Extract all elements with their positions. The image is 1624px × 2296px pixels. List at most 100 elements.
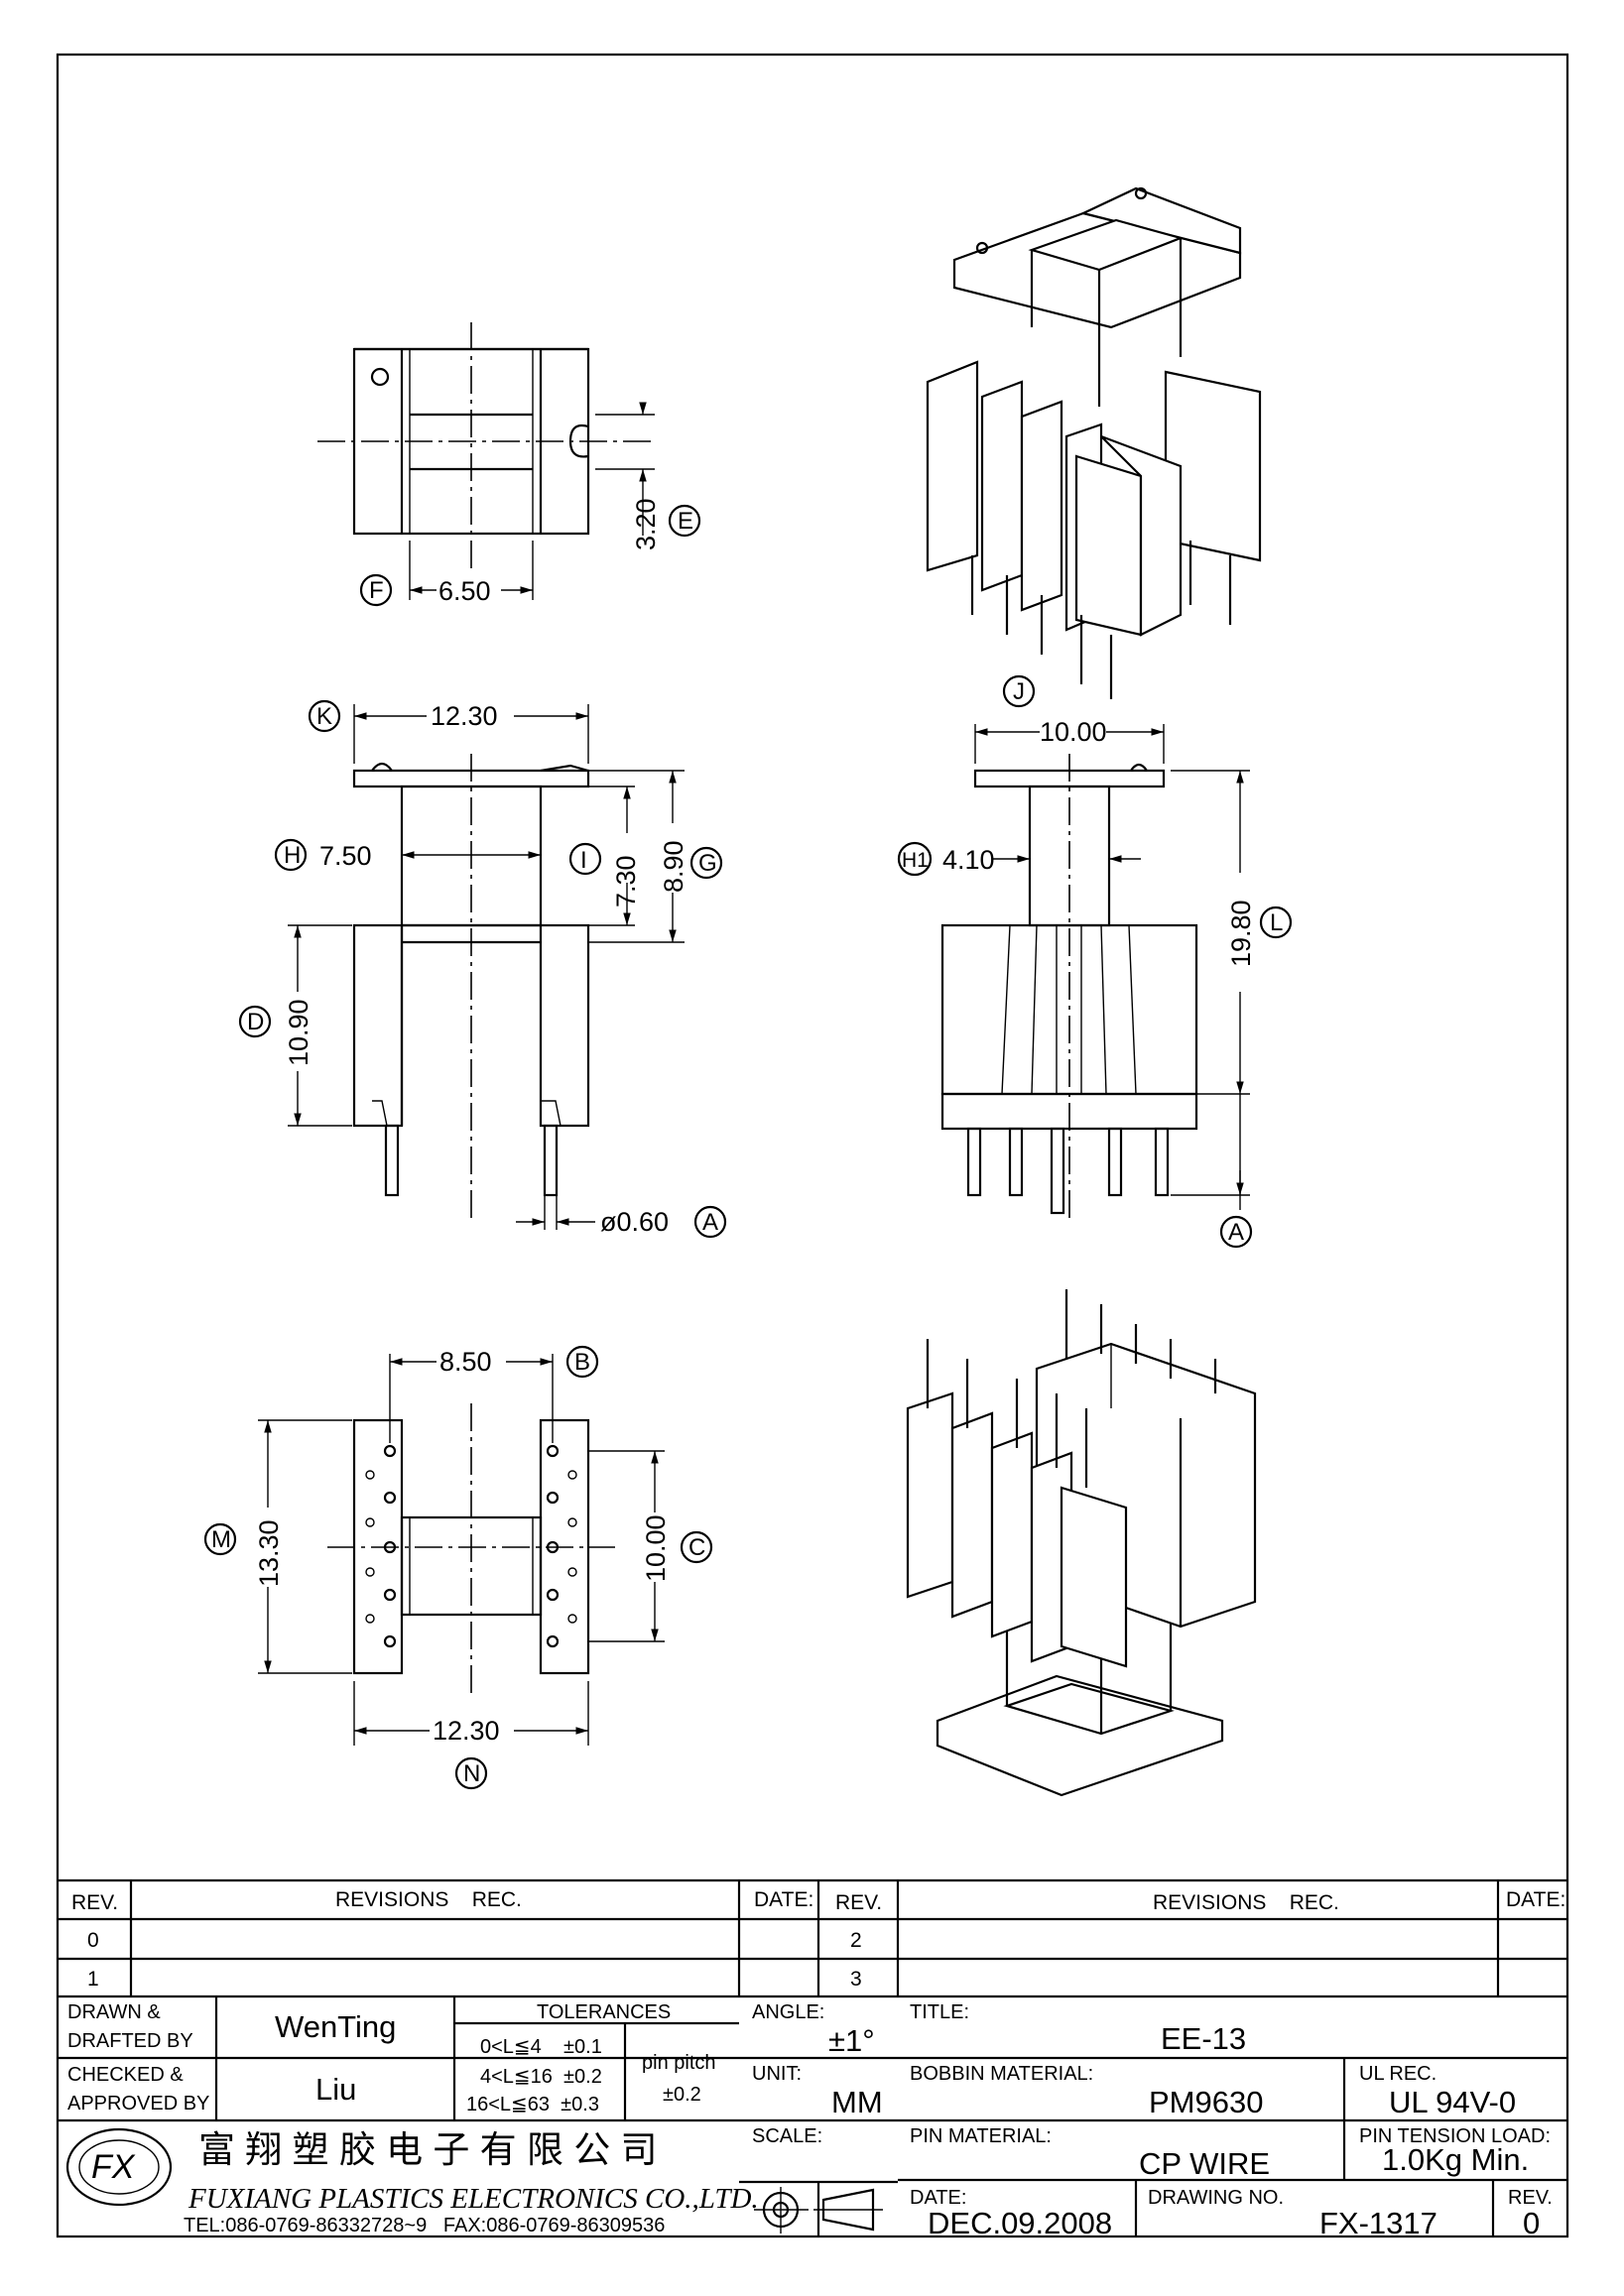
date-label: DATE: (910, 2187, 966, 2209)
dim-b-value: 8.50 (439, 1347, 492, 1377)
dim-c-value: 10.00 (641, 1514, 671, 1582)
title-label: TITLE: (910, 2001, 969, 2023)
label-e-marker (668, 504, 701, 538)
bottom-view: 8.50 B 13.30 M 10.00 C 12.30 N (203, 1345, 713, 1790)
date-header-right: DATE: (1506, 1888, 1565, 1911)
label-n-marker (454, 1756, 488, 1790)
rev-header-right: REV. (835, 1891, 882, 1914)
dim-k-value: 12.30 (431, 701, 498, 731)
label-a-side-marker (1219, 1215, 1253, 1249)
svg-text:A: A (702, 1209, 718, 1236)
dim-e-value: 3.20 (631, 498, 661, 550)
tolerance-2: 4<L≦16 ±0.2 (480, 2066, 602, 2088)
svg-text:G: G (698, 850, 717, 877)
bobbin-material-label: BOBBIN MATERIAL: (910, 2063, 1093, 2085)
drawing-no-label: DRAWING NO. (1148, 2187, 1284, 2209)
bottom-pin-holes (365, 1444, 577, 1648)
dim-n-value: 12.30 (433, 1716, 500, 1746)
svg-text:M: M (211, 1526, 231, 1553)
checked-by-value: Liu (315, 2072, 356, 2107)
dim-l-value: 19.80 (1226, 900, 1256, 967)
rev-label: REV. (1508, 2187, 1553, 2209)
company-logo-icon: FX (65, 2127, 173, 2207)
dim-a-value: ø0.60 (600, 1207, 669, 1237)
svg-text:I: I (580, 847, 587, 874)
label-b-marker (565, 1345, 599, 1379)
revision-block: REV. REVISIONS REC. DATE: REV. REVISIONS… (58, 1878, 1567, 1998)
dim-m-value: 13.30 (254, 1519, 284, 1587)
revisions-header-left: REVISIONS REC. (335, 1888, 522, 1911)
drawn-by-value: WenTing (275, 2009, 396, 2044)
date-value: DEC.09.2008 (928, 2206, 1112, 2240)
dim-d-value: 10.90 (284, 999, 313, 1066)
bobbin-material-value: PM9630 (1149, 2085, 1263, 2119)
dim-g-value: 8.90 (659, 840, 688, 893)
pin-pitch-label: pin pitch (642, 2052, 716, 2074)
label-c-marker (680, 1530, 713, 1564)
svg-text:C: C (688, 1534, 705, 1561)
side-view: 10.00 J 4.10 H1 19.80 L A (897, 674, 1293, 1249)
dim-h-value: 7.50 (319, 841, 372, 871)
title-block: DRAWN & DRAFTED BY WenTing CHECKED & APP… (58, 1996, 1567, 2240)
checked-label-2: APPROVED BY (67, 2093, 209, 2115)
label-h-marker (274, 838, 308, 872)
label-d-marker (238, 1005, 272, 1038)
date-header-left: DATE: (754, 1888, 813, 1911)
front-view: 12.30 K 7.50 H 7.30 I 8.90 G 10.90 D (238, 699, 727, 1239)
isometric-view-top (926, 186, 1262, 699)
label-l-marker (1259, 906, 1293, 939)
rev-row-3: 3 (850, 1968, 862, 1991)
svg-text:H: H (284, 842, 301, 869)
rev-row-1: 1 (87, 1968, 99, 1991)
dim-h1-value: 4.10 (942, 845, 995, 875)
pin-material-label: PIN MATERIAL: (910, 2125, 1052, 2147)
company-chinese-name: 富 翔 塑 胶 电 子 有 限 公 司 (198, 2129, 658, 2170)
label-a-marker (693, 1205, 727, 1239)
label-g-marker (689, 846, 723, 880)
svg-text:B: B (574, 1349, 590, 1376)
drawing-no-value: FX-1317 (1319, 2206, 1437, 2240)
tolerance-3: 16<L≦63 ±0.3 (466, 2094, 599, 2115)
pin-pitch-value: ±0.2 (663, 2084, 701, 2106)
title-value: EE-13 (1161, 2021, 1246, 2056)
pin-tension-value: 1.0Kg Min. (1382, 2142, 1529, 2177)
rev-header-left: REV. (71, 1891, 118, 1914)
dim-i-value: 7.30 (611, 855, 641, 907)
checked-label-1: CHECKED & (67, 2064, 184, 2086)
dim-f-value: 6.50 (438, 576, 491, 606)
svg-text:D: D (247, 1009, 264, 1035)
svg-text:A: A (1228, 1219, 1244, 1246)
ul-rec-label: UL REC. (1359, 2063, 1437, 2085)
unit-label: UNIT: (752, 2063, 802, 2085)
company-english-name: FUXIANG PLASTICS ELECTRONICS CO.,LTD. (187, 2183, 759, 2215)
unit-value: MM (831, 2085, 883, 2119)
svg-text:K: K (316, 703, 332, 730)
svg-text:L: L (1270, 909, 1283, 936)
logo-text: FX (91, 2148, 136, 2186)
top-view: 3.20 E 6.50 F (317, 322, 701, 607)
ul-rec-value: UL 94V-0 (1389, 2085, 1516, 2119)
label-m-marker (203, 1522, 237, 1556)
label-k-marker (308, 699, 341, 733)
tolerance-1: 0<L≦4 ±0.1 (480, 2036, 602, 2058)
label-j-marker (1002, 674, 1036, 708)
rev-row-2: 2 (850, 1929, 862, 1952)
rev-row-0: 0 (87, 1929, 99, 1952)
svg-text:F: F (369, 577, 384, 604)
revisions-header-right: REVISIONS REC. (1153, 1891, 1339, 1914)
svg-text:N: N (463, 1760, 480, 1787)
label-f-marker (359, 573, 393, 607)
isometric-view-bottom (906, 1289, 1257, 1797)
scale-label: SCALE: (752, 2125, 822, 2147)
angle-value: ±1° (828, 2023, 875, 2058)
tolerances-label: TOLERANCES (537, 2001, 671, 2023)
angle-label: ANGLE: (752, 2001, 824, 2023)
svg-text:H1: H1 (902, 849, 929, 872)
company-contact: TEL:086-0769-86332728~9 FAX:086-0769-863… (184, 2215, 665, 2236)
label-h1-marker (897, 841, 933, 877)
rev-value: 0 (1523, 2206, 1540, 2240)
svg-text:E: E (678, 508, 693, 535)
pin-tension-label: PIN TENSION LOAD: (1359, 2125, 1551, 2147)
pin-material-value: CP WIRE (1139, 2146, 1270, 2181)
